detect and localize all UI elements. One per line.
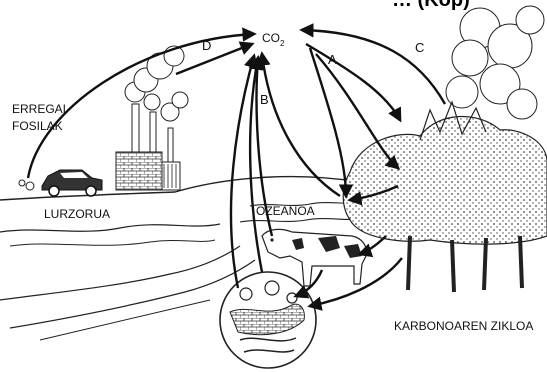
arrow-letter-c: C — [415, 40, 424, 55]
arrow-factory-to-co2 — [176, 44, 252, 74]
river-bank-upper — [0, 246, 240, 300]
arrow-ocean-to-co2 — [262, 54, 340, 196]
forest-icon — [343, 102, 547, 292]
header-fragment: … (Kop) — [392, 0, 470, 11]
co2-label: CO2 — [262, 31, 285, 48]
fossil-fuels-label-line1: ERREGAI — [12, 102, 66, 116]
soil-label: LURZORUA — [44, 207, 110, 221]
arrow-letter-b: B — [260, 92, 269, 107]
soil-surface — [0, 224, 220, 232]
car-icon — [42, 170, 102, 196]
car-exhaust-icon — [19, 180, 34, 190]
soil-layer-line — [10, 240, 215, 246]
cycle-title: KARBONOAREN ZIKLOA — [394, 319, 533, 333]
ocean-wave-2 — [240, 218, 366, 222]
decomposition-inset — [220, 272, 316, 368]
fire-smoke-icon — [446, 6, 544, 119]
